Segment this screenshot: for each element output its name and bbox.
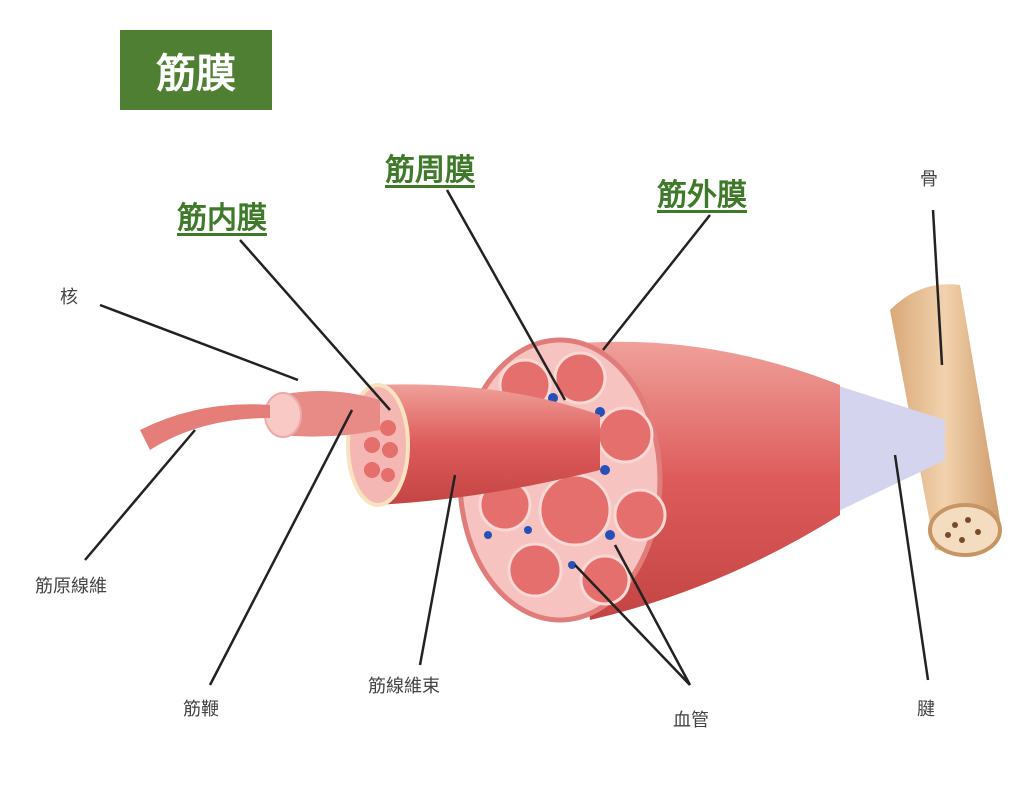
label-vessel: 血管	[673, 710, 709, 731]
page-title: 筋膜	[120, 30, 272, 110]
label-fascicle: 筋線維束	[368, 676, 440, 697]
label-epimysium: 筋外膜	[657, 178, 747, 213]
label-nucleus: 核	[60, 287, 78, 308]
tendon	[820, 380, 945, 520]
bone	[890, 284, 1000, 551]
myofibril	[140, 404, 270, 450]
leader-lines	[84, 189, 944, 686]
label-bone: 骨	[920, 169, 938, 190]
muscle-fiber	[280, 391, 380, 437]
label-fiber: 筋鞭	[183, 699, 219, 720]
label-myofibril: 筋原線維	[35, 576, 107, 597]
label-endomysium: 筋内膜	[177, 201, 267, 236]
fascicles	[478, 351, 667, 606]
bone-end	[928, 503, 1002, 557]
label-tendon: 腱	[917, 699, 935, 720]
fascicle	[375, 384, 600, 505]
label-perimysium: 筋周膜	[385, 153, 475, 188]
